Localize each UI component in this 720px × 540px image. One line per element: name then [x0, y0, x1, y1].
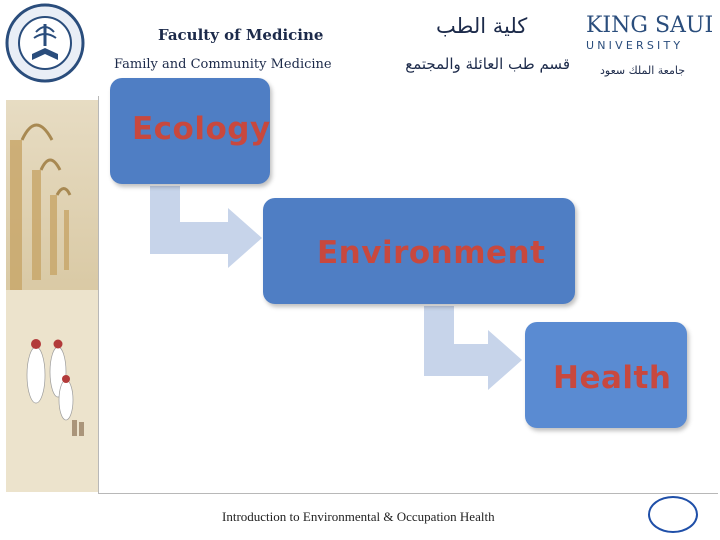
arrow-ecology-to-environment — [150, 186, 262, 268]
ecology-label: Ecology — [132, 111, 271, 147]
health-label: Health — [553, 360, 671, 396]
footer-course-title: Introduction to Environmental & Occupati… — [222, 509, 495, 525]
arrow-environment-to-health — [424, 306, 522, 390]
environment-label: Environment — [317, 235, 545, 271]
nav-oval-button[interactable] — [648, 496, 698, 533]
